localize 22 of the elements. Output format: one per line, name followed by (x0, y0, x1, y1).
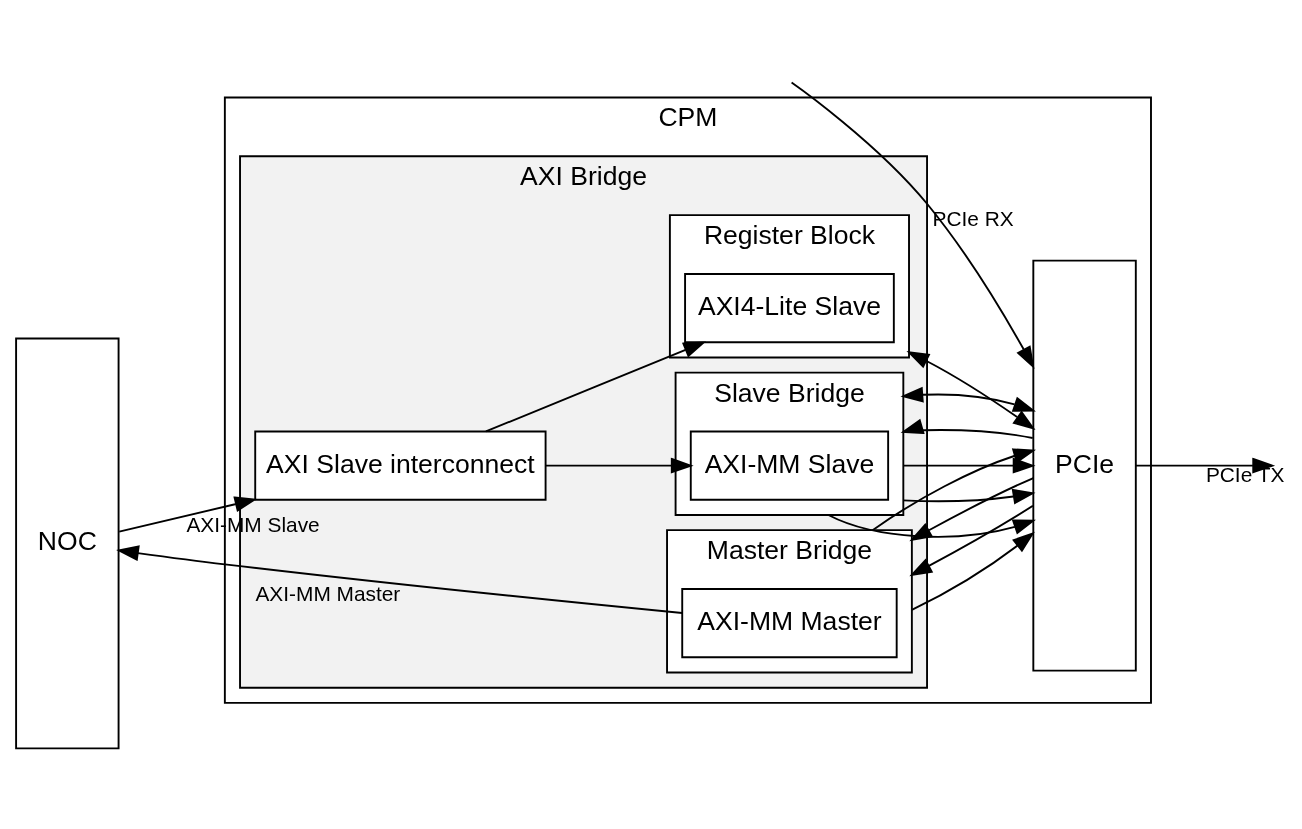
node-box: AXI-MM Master (681, 587, 898, 658)
arrow (909, 476, 1035, 541)
arrow (790, 81, 1035, 369)
node-box: AXI4-Lite Slave (684, 272, 895, 343)
arrow (910, 531, 1035, 611)
node-box: AXI-MM Slave (689, 430, 890, 501)
edge-label: AXI-MM Master (255, 581, 401, 605)
node-box: PCIe (1032, 259, 1137, 672)
arrow (900, 418, 1034, 439)
arrow (827, 513, 1036, 538)
arrow (116, 544, 684, 614)
node-box: AXI Slave interconnect (254, 430, 547, 501)
arrow (906, 350, 1036, 430)
arrow (1134, 457, 1276, 474)
arrow (902, 488, 1036, 504)
arrow (871, 447, 1036, 531)
arrow (484, 340, 707, 432)
arrow (902, 457, 1036, 474)
arrow (544, 457, 694, 474)
arrow (900, 386, 1036, 412)
arrow (909, 504, 1034, 576)
node-box: NOC (15, 337, 120, 749)
